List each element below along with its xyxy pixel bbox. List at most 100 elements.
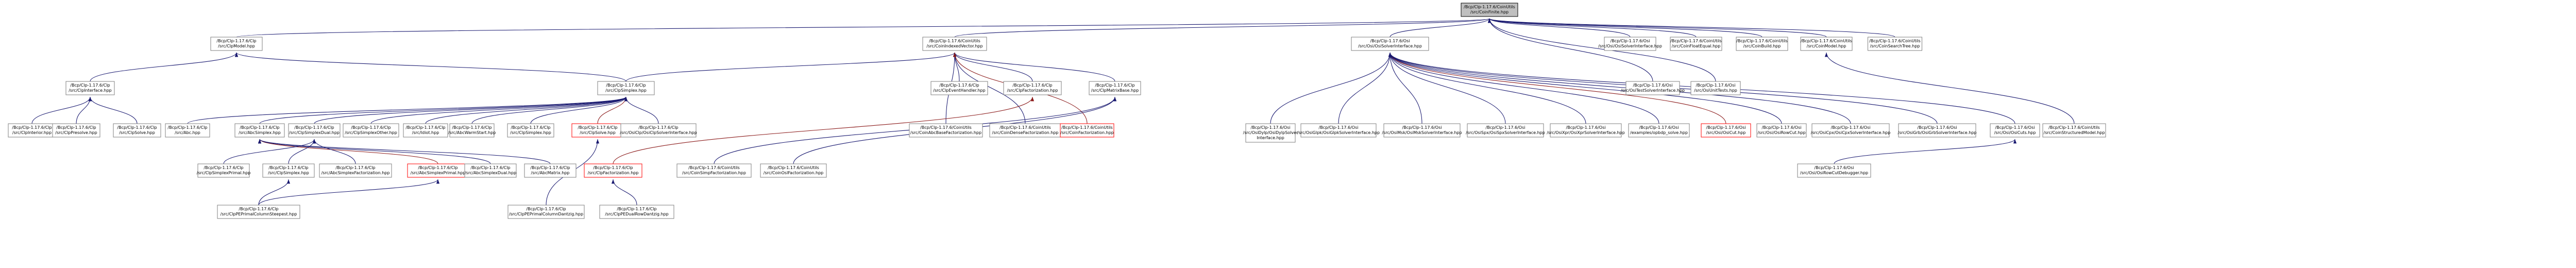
graph-node-n15[interactable]: /Bcp/Clp-1.17.6/CoinUtils/src/CoinAbcBas… xyxy=(909,123,983,138)
graph-node-n2[interactable]: /Bcp/Clp-1.17.6/CoinUtils/src/CoinIndexe… xyxy=(922,37,987,51)
node-box xyxy=(1467,123,1544,138)
graph-node-n40[interactable]: /Bcp/Clp-1.17.6/Clp/src/OsiClp/OsiClpSol… xyxy=(620,123,697,138)
node-label-line: /src/ClpFactorization.hpp xyxy=(588,171,639,175)
node-label-line: /Bcp/Clp-1.17.6/Clp xyxy=(578,125,617,130)
graph-node-n20[interactable]: /Bcp/Clp-1.17.6/Osi/src/OsiMsk/OsiMskSol… xyxy=(1382,123,1462,138)
graph-node-n54[interactable]: /Bcp/Clp-1.17.6/Osi/src/OsiTestSolverInt… xyxy=(1621,81,1685,95)
node-label-line: /examples/opbdp_solve.hpp xyxy=(1630,130,1688,135)
node-label-line: /src/ClpPEDualRowDantzig.hpp xyxy=(605,212,668,216)
node-label-line: /src/AbcWarmStart.hpp xyxy=(448,130,496,135)
node-box xyxy=(113,123,161,138)
node-box xyxy=(922,37,987,51)
graph-node-n31[interactable]: /Bcp/Clp-1.17.6/Clp/src/ClpPresolve.hpp xyxy=(52,123,100,138)
node-box xyxy=(403,123,448,138)
graph-node-n27[interactable]: /Bcp/Clp-1.17.6/Osi/src/OsiGrb/OsiGrbSol… xyxy=(1898,123,1977,138)
graph-node-n47[interactable]: /Bcp/Clp-1.17.6/Clp/src/ClpSimplexPrimal… xyxy=(197,163,251,178)
node-box xyxy=(1625,81,1680,95)
graph-node-n55[interactable]: /Bcp/Clp-1.17.6/Osi/src/OsiUnitTests.hpp xyxy=(1690,81,1741,95)
graph-node-n43[interactable]: /Bcp/Clp-1.17.6/CoinUtils/src/CoinOslFac… xyxy=(760,163,827,178)
graph-node-n5[interactable]: /Bcp/Clp-1.17.6/CoinUtils/src/CoinFloatE… xyxy=(1670,37,1722,51)
graph-node-n1[interactable]: /Bcp/Clp-1.17.6/Clp/src/ClpModel.hpp xyxy=(210,37,263,51)
graph-node-n18[interactable]: /Bcp/Clp-1.17.6/Osi/src/OsiDylp/OsiDylpS… xyxy=(1243,123,1298,143)
edge-n3-n23 xyxy=(1388,52,1659,124)
node-label-line: /src/ClpSolve.hpp xyxy=(580,130,616,135)
graph-node-n7[interactable]: /Bcp/Clp-1.17.6/CoinUtils/src/CoinModel.… xyxy=(1800,37,1853,51)
graph-node-n36[interactable]: /Bcp/Clp-1.17.6/Clp/src/ClpSimplexOther.… xyxy=(343,123,399,138)
node-box xyxy=(1670,37,1722,51)
node-label-line: /Bcp/Clp-1.17.6/Osi xyxy=(1486,125,1526,130)
graph-node-n16[interactable]: /Bcp/Clp-1.17.6/CoinUtils/src/CoinDenseF… xyxy=(989,123,1061,138)
node-box xyxy=(507,123,554,138)
graph-node-n41[interactable]: /Bcp/Clp-1.17.6/Clp/src/ClpFactorization… xyxy=(584,163,642,178)
graph-node-n39[interactable]: /Bcp/Clp-1.17.6/Clp/src/ClpSimplex.hpp xyxy=(507,123,554,138)
graph-node-n3[interactable]: /Bcp/Clp-1.17.6/Osi/src/Osi/OsiSolverInt… xyxy=(1351,37,1429,51)
node-label-line: /Bcp/Clp-1.17.6/Clp xyxy=(167,125,207,130)
graph-node-n6[interactable]: /Bcp/Clp-1.17.6/CoinUtils/src/CoinBuild.… xyxy=(1736,37,1788,51)
node-label-line: /src/OsiXpr/OsiXprSolverInterface.hpp xyxy=(1547,130,1625,135)
node-box xyxy=(1690,81,1741,95)
graph-node-n8[interactable]: /Bcp/Clp-1.17.6/CoinUtils/src/CoinSearch… xyxy=(1868,37,1922,51)
edge-n35-n49 xyxy=(312,139,356,164)
graph-node-n24[interactable]: /Bcp/Clp-1.17.6/Osi/src/Osi/OsiCut.hpp xyxy=(1701,123,1751,138)
graph-node-n0[interactable]: /Bcp/Clp-1.17.6/CoinUtils/src/CoinFinite… xyxy=(1461,3,1518,17)
graph-node-n21[interactable]: /Bcp/Clp-1.17.6/Osi/src/OsiSpx/OsiSpxSol… xyxy=(1466,123,1545,138)
graph-node-n22[interactable]: /Bcp/Clp-1.17.6/Osi/src/OsiXpr/OsiXprSol… xyxy=(1547,123,1625,138)
graph-node-n9[interactable]: /Bcp/Clp-1.17.6/Clp/src/ClpInterface.hpp xyxy=(65,81,115,95)
edge-n2-n16 xyxy=(953,52,1026,124)
node-label-line: /src/ClpFactorization.hpp xyxy=(1007,88,1058,93)
graph-node-n17[interactable]: /Bcp/Clp-1.17.6/CoinUtils/src/CoinFactor… xyxy=(1060,123,1114,138)
graph-node-n53[interactable]: /Bcp/Clp-1.17.6/Clp/src/ClpPEPrimalColum… xyxy=(217,205,300,219)
graph-node-n44[interactable]: /Bcp/Clp-1.17.6/Clp/src/AbcSimplexPrimal… xyxy=(407,163,469,178)
graph-node-n11[interactable]: /Bcp/Clp-1.17.6/Clp/src/ClpEventHandler.… xyxy=(930,81,988,95)
node-label-line: /Bcp/Clp-1.17.6/Osi xyxy=(1706,125,1746,130)
graph-node-n46[interactable]: /Bcp/Clp-1.17.6/Clp/src/AbcMatrix.hpp xyxy=(524,163,577,178)
graph-node-n50[interactable]: /Bcp/Clp-1.17.6/Clp/src/ClpPEPrimalColum… xyxy=(507,205,585,219)
edge-n34-n44 xyxy=(258,139,438,164)
edge-n3-n22 xyxy=(1388,52,1586,124)
graph-node-n49[interactable]: /Bcp/Clp-1.17.6/Clp/src/AbcSimplexFactor… xyxy=(319,163,392,178)
graph-node-n19[interactable]: /Bcp/Clp-1.17.6/Osi/src/OsiGlpk/OsiGlpkS… xyxy=(1297,123,1380,138)
node-label-line: /Bcp/Clp-1.17.6/Clp xyxy=(12,125,52,130)
graph-node-n28[interactable]: /Bcp/Clp-1.17.6/Osi/src/Osi/OsiCuts.hpp xyxy=(1990,123,2040,138)
edge-n2-n13 xyxy=(953,52,1115,82)
node-label-line: /src/CoinFloatEqual.hpp xyxy=(1672,44,1721,48)
graph-node-n51[interactable]: /Bcp/Clp-1.17.6/Clp/src/ClpPEDualRowDant… xyxy=(599,205,674,219)
graph-node-n25[interactable]: /Bcp/Clp-1.17.6/Osi/src/Osi/OsiRowCut.hp… xyxy=(1756,123,1807,138)
graph-node-n35[interactable]: /Bcp/Clp-1.17.6/Clp/src/ClpSimplexDual.h… xyxy=(288,123,341,138)
graph-node-n12[interactable]: /Bcp/Clp-1.17.6/Clp/src/ClpFactorization… xyxy=(1003,81,1062,95)
node-label-line: /src/Osi/OsiSolverInterface.hpp xyxy=(1358,44,1422,48)
node-label-line: /src/AbcSimplexDual.hpp xyxy=(465,171,516,175)
graph-node-n26[interactable]: /Bcp/Clp-1.17.6/Osi/src/OsiCpx/OsiCpxSol… xyxy=(1811,123,1891,138)
graph-node-n10[interactable]: /Bcp/Clp-1.17.6/Clp/src/ClpSimplex.hpp xyxy=(597,81,655,95)
graph-node-n52[interactable]: /Bcp/Clp-1.17.6/Osi/src/Osi/OsiRowCutDeb… xyxy=(1797,163,1871,178)
graph-node-n32[interactable]: /Bcp/Clp-1.17.6/Clp/src/ClpSolve.hpp xyxy=(113,123,161,138)
node-box xyxy=(288,123,341,138)
node-box xyxy=(464,163,517,178)
edge-n0-n1 xyxy=(236,18,1490,38)
graph-node-n14[interactable]: /Bcp/Clp-1.17.6/Clp/src/ClpSolve.hpp xyxy=(571,123,624,138)
graph-node-n45[interactable]: /Bcp/Clp-1.17.6/Clp/src/AbcSimplexDual.h… xyxy=(464,163,517,178)
node-label-line: /Bcp/Clp-1.17.6/Clp xyxy=(294,125,334,130)
graph-node-n30[interactable]: /Bcp/Clp-1.17.6/Clp/src/ClpInterior.hpp xyxy=(8,123,56,138)
graph-node-n33[interactable]: /Bcp/Clp-1.17.6/Clp/src/Abc.hpp xyxy=(165,123,210,138)
node-box xyxy=(1800,37,1853,51)
node-label-line: Interface.hpp xyxy=(1257,136,1284,140)
graph-node-n4[interactable]: /Bcp/Clp-1.17.6/Osi/src/Osi/OsiSolverInt… xyxy=(1598,37,1662,51)
graph-node-n48[interactable]: /Bcp/Clp-1.17.6/Clp/src/ClpSimplex.hpp xyxy=(262,163,315,178)
graph-node-n42[interactable]: /Bcp/Clp-1.17.6/CoinUtils/src/CoinSimpFa… xyxy=(676,163,752,178)
node-box xyxy=(676,163,752,178)
node-label-line: /Bcp/Clp-1.17.6/CoinUtils xyxy=(1801,39,1852,43)
graph-node-n13[interactable]: /Bcp/Clp-1.17.6/Clp/src/ClpMatrixBase.hp… xyxy=(1089,81,1141,95)
edge-n0-n3 xyxy=(1389,18,1492,38)
edge-n44-n53 xyxy=(258,179,440,206)
node-label-line: /Bcp/Clp-1.17.6/Osi xyxy=(1251,125,1291,130)
graph-node-n23[interactable]: /Bcp/Clp-1.17.6/Osi/examples/opbdp_solve… xyxy=(1628,123,1690,138)
node-label-line: /Bcp/Clp-1.17.6/CoinUtils xyxy=(1464,5,1515,9)
graph-node-n38[interactable]: /Bcp/Clp-1.17.6/Clp/src/AbcWarmStart.hpp xyxy=(448,123,496,138)
graph-node-n29[interactable]: /Bcp/Clp-1.17.6/CoinUtils/src/CoinStruct… xyxy=(2042,123,2106,138)
node-box xyxy=(760,163,827,178)
graph-node-n34[interactable]: /Bcp/Clp-1.17.6/Clp/src/AbcSimplex.hpp xyxy=(234,123,285,138)
graph-node-n37[interactable]: /Bcp/Clp-1.17.6/Clp/src/Idiot.hpp xyxy=(403,123,448,138)
edge-n2-n10 xyxy=(625,52,956,82)
node-label-line: /src/CoinOslFactorization.hpp xyxy=(764,171,823,175)
